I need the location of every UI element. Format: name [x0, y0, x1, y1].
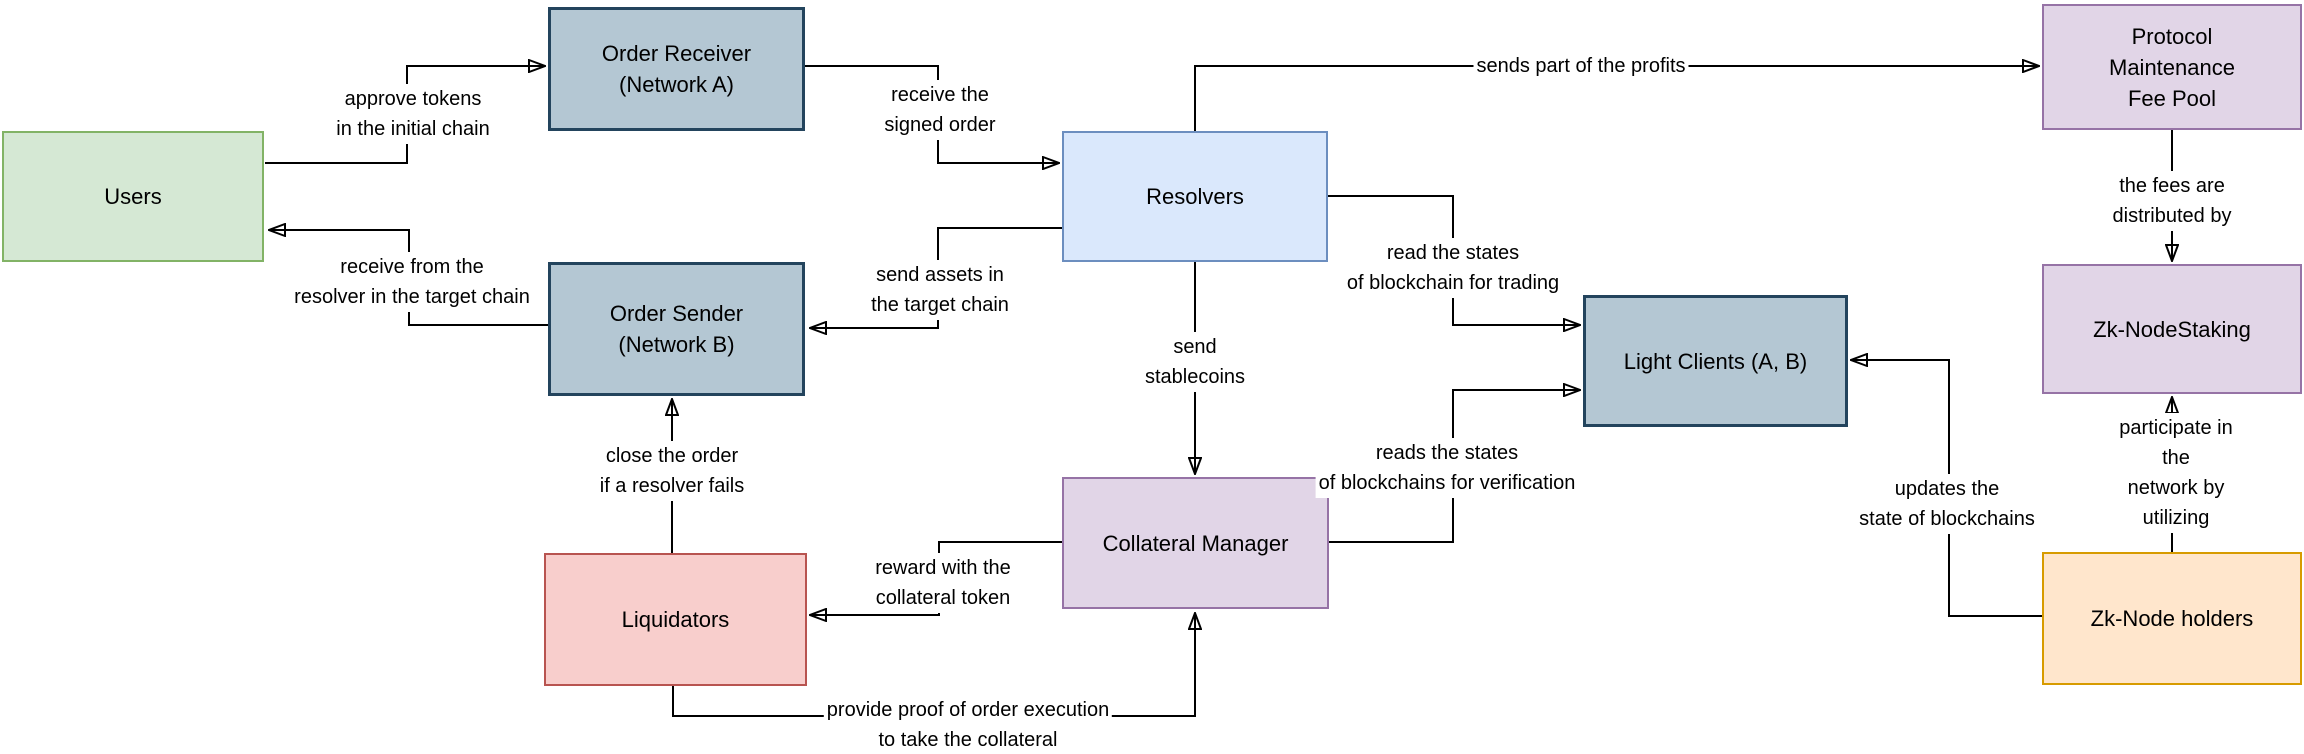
- edge-label-send-assets: send assets in the target chain: [868, 260, 1012, 320]
- node-zk-node-holders-label: Zk-Node holders: [2090, 606, 2254, 631]
- node-users-label: Users: [104, 184, 162, 209]
- edge-label-send-stablecoins: send stablecoins: [1141, 332, 1249, 392]
- edge-label-approve-tokens: approve tokens in the initial chain: [333, 84, 493, 144]
- edge-sends-profits-line: [1194, 66, 2039, 131]
- node-resolvers-label: Resolvers: [1146, 184, 1244, 209]
- edge-label-read-states-trading: read the states of blockchain for tradin…: [1343, 238, 1563, 298]
- node-order-sender-label: Order Sender (Network B): [609, 301, 744, 357]
- edge-label-fees-distributed: the fees are distributed by: [2109, 171, 2235, 231]
- node-fee-pool-label: Protocol Maintenance Fee Pool: [2109, 23, 2235, 111]
- node-collateral-manager: Collateral Manager: [1062, 477, 1329, 609]
- node-zk-node-holders: Zk-Node holders: [2042, 552, 2302, 685]
- node-order-sender: Order Sender (Network B): [548, 262, 805, 396]
- node-light-clients-label: Light Clients (A, B): [1623, 348, 1808, 374]
- edge-label-receive-from-resolver: receive from the resolver in the target …: [291, 252, 533, 312]
- edge-label-participate: participate in the network by utilizing: [2112, 413, 2240, 533]
- edge-label-provide-proof: provide proof of order execution to take…: [823, 695, 1113, 754]
- node-light-clients: Light Clients (A, B): [1583, 295, 1848, 427]
- node-liquidators-label: Liquidators: [621, 607, 730, 632]
- node-zk-nodestaking: Zk-NodeStaking: [2042, 264, 2302, 394]
- edge-label-reads-states-verification: reads the states of blockchains for veri…: [1315, 438, 1579, 498]
- node-collateral-manager-label: Collateral Manager: [1102, 530, 1289, 556]
- node-liquidators: Liquidators: [544, 553, 807, 686]
- edge-label-reward-collateral: reward with the collateral token: [872, 553, 1014, 613]
- node-order-receiver-label: Order Receiver (Network A): [601, 41, 752, 97]
- edge-label-receive-signed-order: receive the signed order: [881, 80, 999, 140]
- node-order-receiver: Order Receiver (Network A): [548, 7, 805, 131]
- edge-label-updates-state: updates the state of blockchains: [1856, 474, 2038, 534]
- edge-label-close-order: close the order if a resolver fails: [596, 441, 748, 501]
- edge-label-sends-profits: sends part of the profits: [1473, 51, 1689, 81]
- node-resolvers: Resolvers: [1062, 131, 1328, 262]
- node-zk-nodestaking-label: Zk-NodeStaking: [2093, 316, 2251, 342]
- node-users: Users: [2, 131, 264, 262]
- node-fee-pool: Protocol Maintenance Fee Pool: [2042, 4, 2302, 130]
